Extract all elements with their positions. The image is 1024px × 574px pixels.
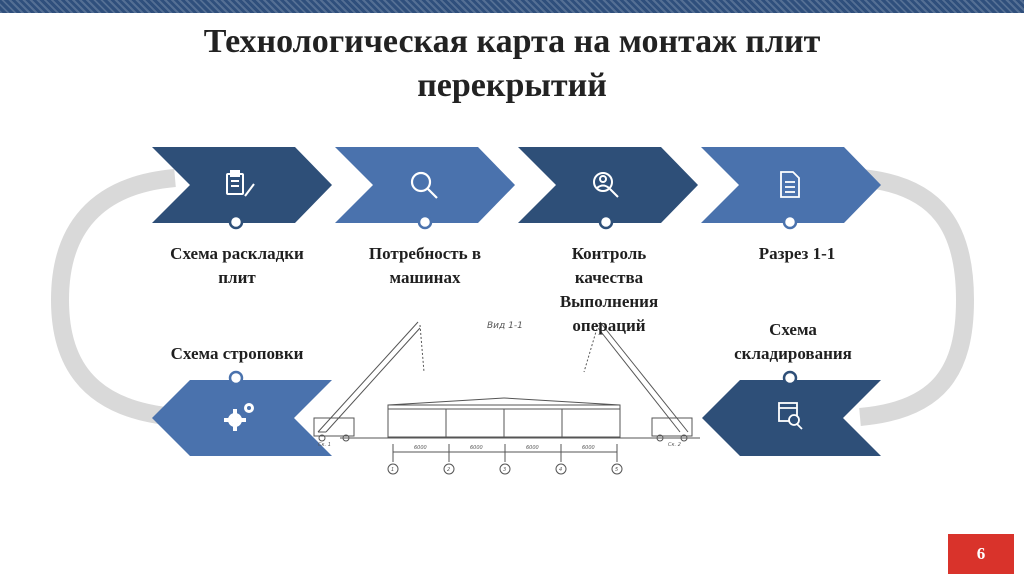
label-line: качества — [574, 268, 644, 287]
connector-dots — [228, 214, 798, 386]
label-line: Разрез 1-1 — [758, 244, 836, 263]
label-line: плит — [218, 268, 256, 287]
drawing-text: Вид 1-1 Ск. 1 Ск. 2 6000 6000 6000 6000 … — [318, 321, 681, 473]
span-label: 6000 — [582, 445, 595, 451]
crane-left — [313, 321, 425, 442]
step-arrows-bottom — [152, 380, 881, 456]
step-label-quality-control: Контроль качества Выполнения операций — [524, 242, 694, 338]
label-line: операций — [572, 316, 646, 335]
checklist-document-icon — [780, 171, 800, 198]
page-number-badge: 6 — [948, 534, 1014, 574]
view-label: Вид 1-1 — [487, 321, 523, 331]
top-decor-bar — [0, 0, 1024, 13]
label-line: складирования — [734, 344, 852, 363]
axis-label: 1 — [391, 467, 394, 473]
step-label-layout: Схема раскладки плит — [146, 242, 328, 290]
step-arrow-2 — [335, 147, 515, 223]
axis-label: 2 — [447, 467, 450, 473]
step-arrow-4 — [701, 147, 881, 223]
title-line-1: Технологическая карта на монтаж плит — [203, 23, 821, 60]
label-line: Схема строповки — [170, 344, 304, 363]
calendar-search-icon — [778, 402, 803, 430]
step-label-slinging: Схема строповки — [146, 342, 328, 366]
section-drawing — [313, 321, 700, 475]
span-label: 6000 — [526, 445, 539, 451]
building-section — [340, 397, 700, 439]
label-line: Схема раскладки — [170, 244, 304, 263]
dimension-line — [392, 444, 618, 462]
label-line: Потребность в — [368, 244, 482, 263]
crane-left-label: Ск. 1 — [318, 442, 331, 448]
crane-right-label: Ск. 2 — [668, 442, 681, 448]
step-label-machinery: Потребность в машинах — [340, 242, 510, 290]
person-search-icon — [593, 172, 619, 198]
step-arrows-top — [152, 147, 881, 223]
label-line: Контроль — [571, 244, 647, 263]
span-label: 6000 — [414, 445, 427, 451]
gears-icon — [224, 403, 254, 431]
label-line: машинах — [389, 268, 461, 287]
step-label-section: Разрез 1-1 — [712, 242, 882, 266]
step-label-storage: Схема складирования — [700, 318, 886, 366]
step-arrow-3 — [518, 147, 698, 223]
axis-label: 4 — [559, 467, 562, 473]
axis-label: 3 — [503, 467, 506, 473]
title-line-2: перекрытий — [417, 67, 607, 104]
label-line: Схема — [769, 320, 817, 339]
loop-ring — [50, 169, 975, 426]
clipboard-pencil-icon — [226, 170, 255, 197]
axis-label: 5 — [615, 467, 618, 473]
label-line: Выполнения — [559, 292, 659, 311]
axis-markers — [387, 463, 623, 475]
magnifier-icon — [410, 171, 438, 199]
page-title: Технологическая карта на монтаж плит пер… — [0, 20, 1024, 108]
span-label: 6000 — [470, 445, 483, 451]
crane-right — [583, 321, 693, 442]
